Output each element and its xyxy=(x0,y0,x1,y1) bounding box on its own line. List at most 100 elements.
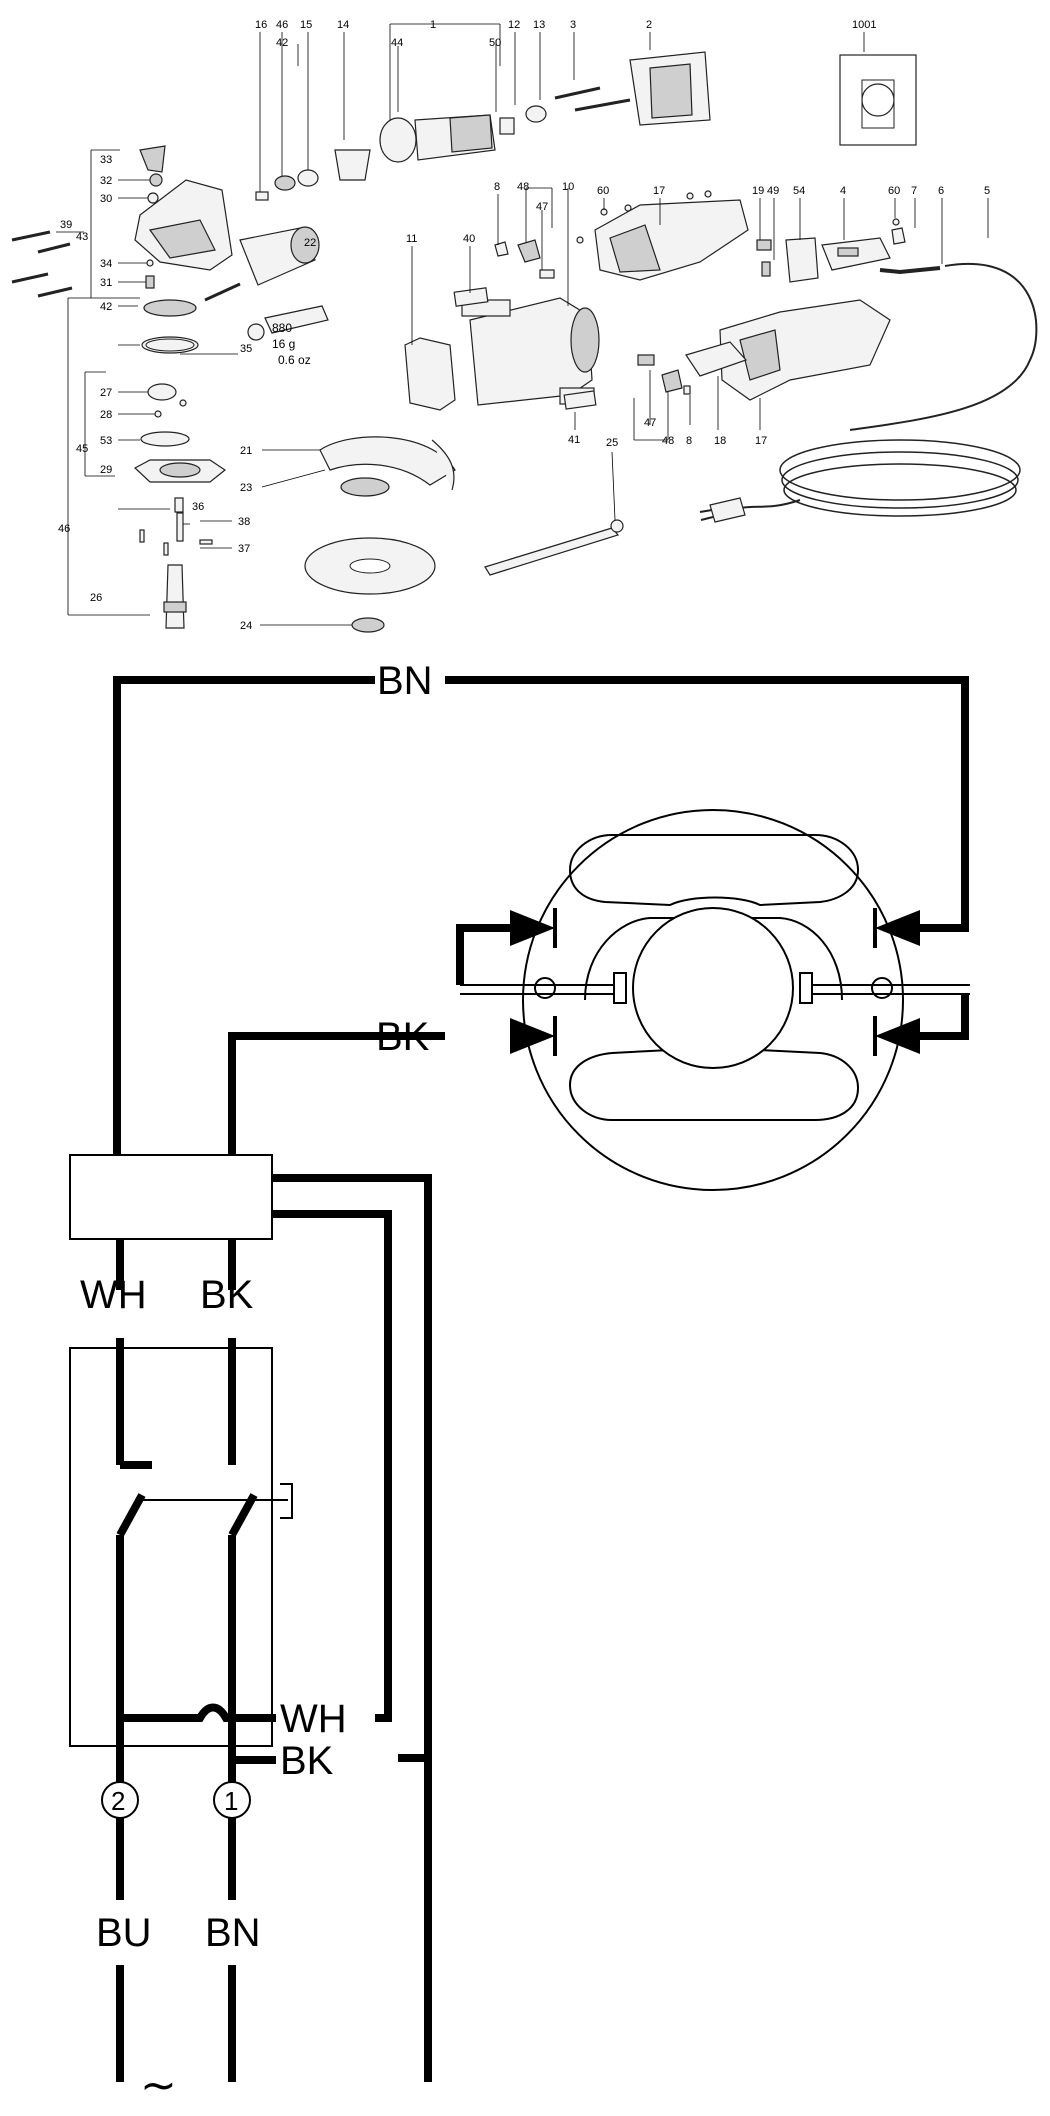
grease-weight-g: 16 g xyxy=(272,337,295,351)
left-brackets xyxy=(56,149,355,626)
grease-part-number: 880 xyxy=(272,321,292,335)
callout-16: 16 xyxy=(255,19,267,31)
callout-32: 32 xyxy=(100,175,112,187)
callout-3: 3 xyxy=(570,19,576,31)
callout-47a: 47 xyxy=(536,201,548,213)
terminal-block xyxy=(69,1154,273,1240)
callout-11: 11 xyxy=(406,233,417,245)
label-plates xyxy=(453,287,597,410)
callout-60b: 60 xyxy=(888,185,900,197)
brush-contacts xyxy=(510,908,920,1056)
upper-housing xyxy=(576,190,749,281)
label-bn-top: BN xyxy=(377,659,433,703)
callout-1: 1 xyxy=(430,19,436,31)
callout-60a: 60 xyxy=(597,185,609,197)
callout-48a: 48 xyxy=(517,181,529,193)
grease-note: 880 16 g 0.6 oz xyxy=(264,305,329,367)
brush-arrow-bottom-right xyxy=(875,1018,920,1054)
callout-42b: 42 xyxy=(100,301,112,313)
brush-arrow-top-left xyxy=(510,910,555,946)
switch-parts xyxy=(756,218,906,283)
callout-48b: 48 xyxy=(662,435,674,447)
field-stator xyxy=(629,51,711,126)
callout-17b: 17 xyxy=(755,435,767,447)
callout-6: 6 xyxy=(938,185,944,197)
misc-leaders xyxy=(411,187,989,521)
label-bk-mid: BK xyxy=(376,1015,430,1059)
callout-30: 30 xyxy=(100,193,112,205)
callout-50: 50 xyxy=(489,37,501,49)
exploded-view: 880 16 g 0.6 oz xyxy=(11,19,1038,633)
stator-outline xyxy=(460,809,970,1191)
callout-38: 38 xyxy=(238,516,250,528)
callout-10: 10 xyxy=(562,181,574,193)
callout-8b: 8 xyxy=(686,435,692,447)
callout-43: 43 xyxy=(76,231,88,243)
callout-14: 14 xyxy=(337,19,349,31)
top-leaders xyxy=(259,23,865,195)
callout-18: 18 xyxy=(714,435,726,447)
callout-1001: 1001 xyxy=(852,19,876,31)
callout-28: 28 xyxy=(100,409,112,421)
callout-4: 4 xyxy=(840,185,846,197)
callout-47b: 47 xyxy=(644,417,656,429)
wires xyxy=(113,676,969,2082)
callout-23: 23 xyxy=(240,482,252,494)
callout-7: 7 xyxy=(911,185,917,197)
callout-46a: 46 xyxy=(276,19,288,31)
wire-labels: BN BK WH BK WH BK BU BN xyxy=(80,659,433,1955)
label-wh-switch: WH xyxy=(280,1697,347,1741)
terminal-1-label: 1 xyxy=(224,1786,238,1816)
callout-17a: 17 xyxy=(653,185,665,197)
power-cable xyxy=(699,263,1038,523)
brush-arrow-top-right xyxy=(875,910,920,946)
label-wh-left: WH xyxy=(80,1273,147,1317)
callout-13: 13 xyxy=(533,19,545,31)
callout-27: 27 xyxy=(100,387,112,399)
label-bk-switch: BK xyxy=(280,1739,334,1783)
callout-49: 49 xyxy=(767,185,779,197)
guard-disc-group xyxy=(304,436,624,633)
callout-34: 34 xyxy=(100,258,112,270)
callout-45: 45 xyxy=(76,443,88,455)
callout-15: 15 xyxy=(300,19,312,31)
switch-housing xyxy=(69,1239,293,2082)
label-bn-bottom: BN xyxy=(205,1911,261,1955)
callout-5: 5 xyxy=(984,185,990,197)
gear-head xyxy=(133,145,233,629)
callout-19: 19 xyxy=(752,185,764,197)
callout-8a: 8 xyxy=(494,181,500,193)
lower-housing xyxy=(685,299,891,401)
callout-29: 29 xyxy=(100,464,112,476)
callout-33: 33 xyxy=(100,154,112,166)
callout-36: 36 xyxy=(192,501,204,513)
wiring-diagram: 2 1 BN BK WH BK WH BK BU BN ~ xyxy=(69,659,970,2111)
callout-53: 53 xyxy=(100,435,112,447)
side-handle xyxy=(204,226,320,341)
callout-37: 37 xyxy=(238,543,250,555)
brush-arrow-bottom-left xyxy=(510,1018,555,1054)
callout-54: 54 xyxy=(793,185,805,197)
callout-25: 25 xyxy=(606,437,618,449)
callout-41: 41 xyxy=(568,434,580,446)
armature-row xyxy=(255,86,631,201)
label-bk-left: BK xyxy=(200,1273,254,1317)
brush-holders xyxy=(494,239,691,395)
label-bu-bottom: BU xyxy=(96,1911,152,1955)
callout-26: 26 xyxy=(90,592,102,604)
callout-12: 12 xyxy=(508,19,520,31)
callout-labels: 16 46 42 15 14 1 44 50 12 13 3 2 1001 33… xyxy=(58,19,990,632)
callout-31: 31 xyxy=(100,277,112,289)
switch-terminals: 2 1 xyxy=(101,1781,251,1819)
terminal-1 xyxy=(213,1781,251,1819)
grease-weight-oz: 0.6 oz xyxy=(278,353,311,367)
callout-44: 44 xyxy=(391,37,403,49)
callout-46b: 46 xyxy=(58,523,70,535)
callout-2: 2 xyxy=(646,19,652,31)
callout-39: 39 xyxy=(60,219,72,231)
part-1001-box xyxy=(839,54,917,146)
terminal-2 xyxy=(101,1781,139,1819)
ac-symbol: ~ xyxy=(140,2060,177,2111)
motor-housing xyxy=(404,297,600,411)
